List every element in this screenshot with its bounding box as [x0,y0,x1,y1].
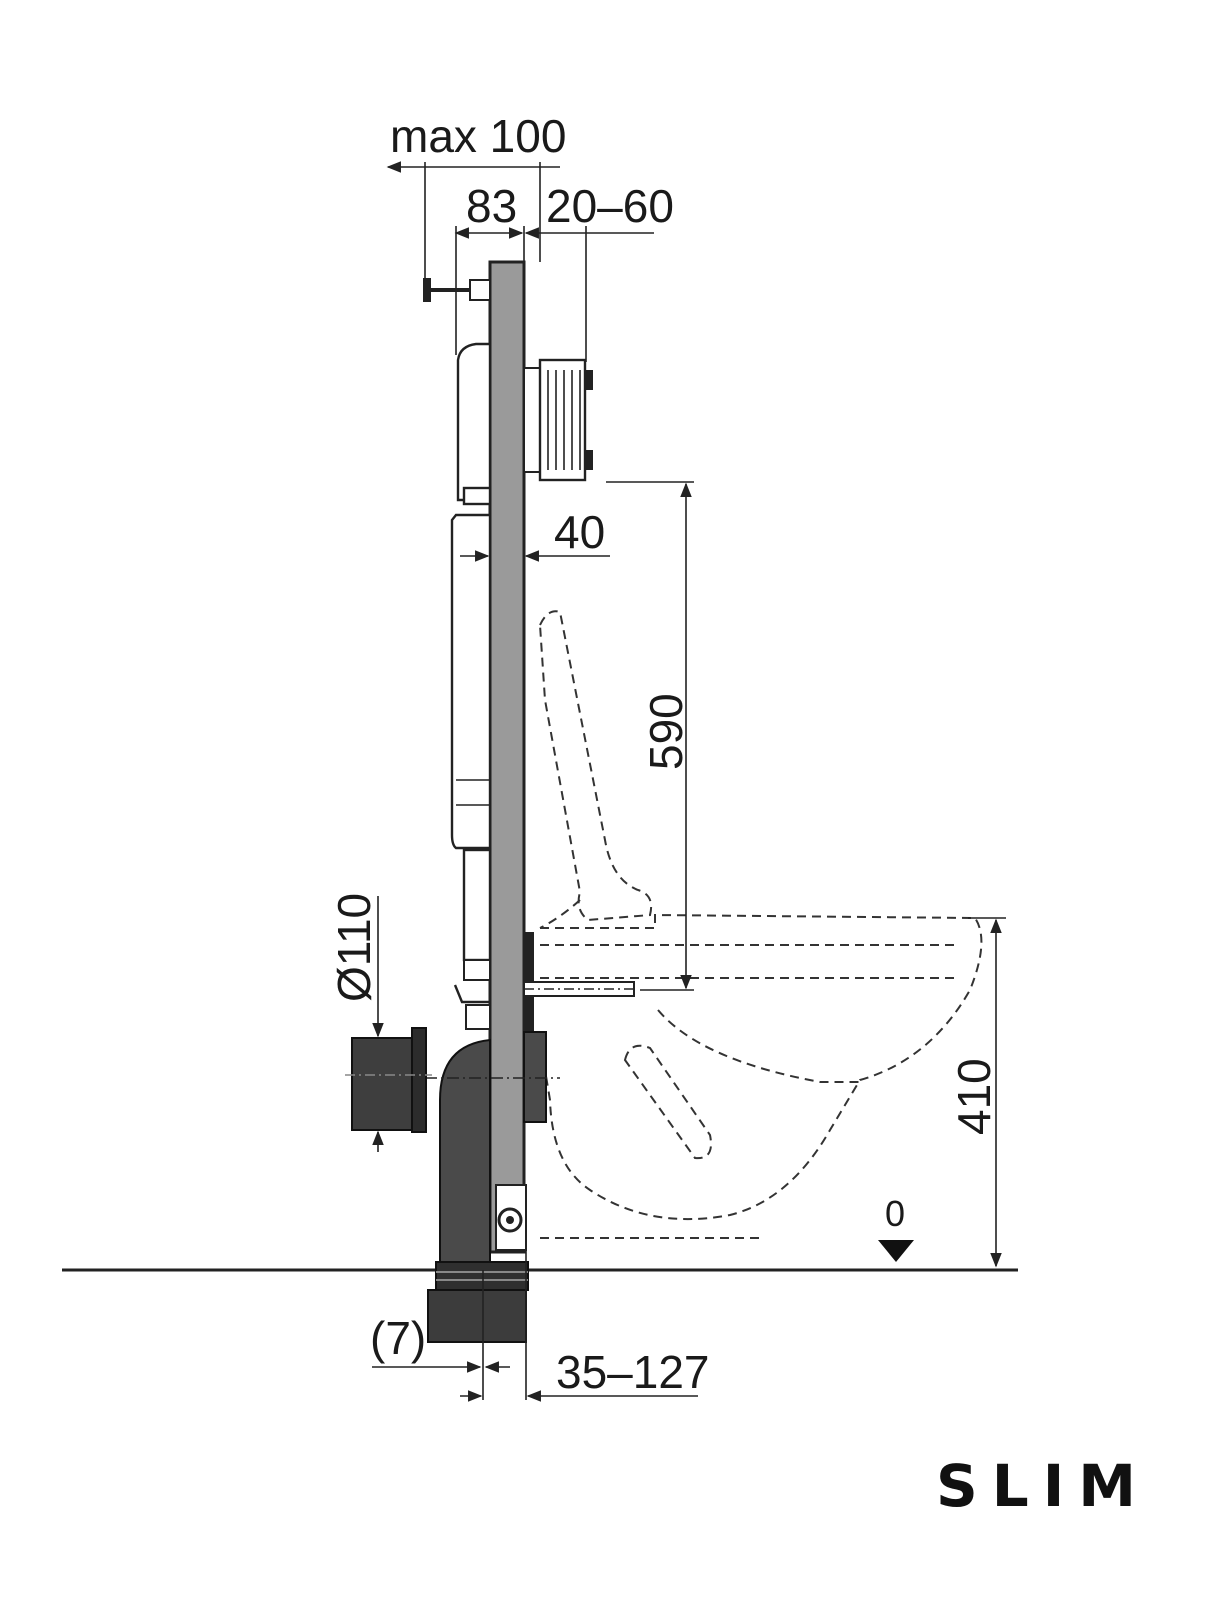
wc-bowl-outline [538,610,983,1239]
pipe-connector [345,1027,432,1133]
dim-frame-depth-label: 83 [466,180,517,232]
dim-max-depth-label: max 100 [390,110,566,162]
frame-post [488,260,526,1254]
dim-frame-gap-label: 40 [554,506,605,558]
dim-flush-height: 590 [606,481,694,991]
dim-flush-height-label: 590 [640,693,692,770]
dim-outlet-range-label: 35–127 [556,1346,710,1398]
dim-pipe-diameter-label: Ø110 [328,893,380,1002]
dim-seat-height: 410 [948,917,1006,1268]
cistern [450,342,492,1030]
dim-floor-offset: (7) [370,1270,510,1400]
dim-frame-gap: 40 [460,506,610,562]
dim-pipe-diameter: Ø110 [328,893,384,1152]
wall-anchor-bolt [423,278,491,302]
dim-frame-depth: 83 [454,180,525,355]
dim-panel-range-label: 20–60 [546,180,674,232]
wc-mounting-bolt [523,932,635,1052]
dim-floor-offset-label: (7) [370,1312,426,1364]
dim-seat-height-label: 410 [948,1058,1000,1135]
drain-elbow [425,1031,560,1343]
brand-logo: SLIM [936,1452,1151,1520]
floor-level-marker: 0 [878,1193,914,1262]
flush-button-housing [523,358,593,482]
dim-max-depth: max 100 [386,110,566,282]
dim-outlet-range: 35–127 [460,1250,710,1402]
floor-level-label: 0 [885,1193,905,1234]
dim-panel-range: 20–60 [524,180,674,362]
